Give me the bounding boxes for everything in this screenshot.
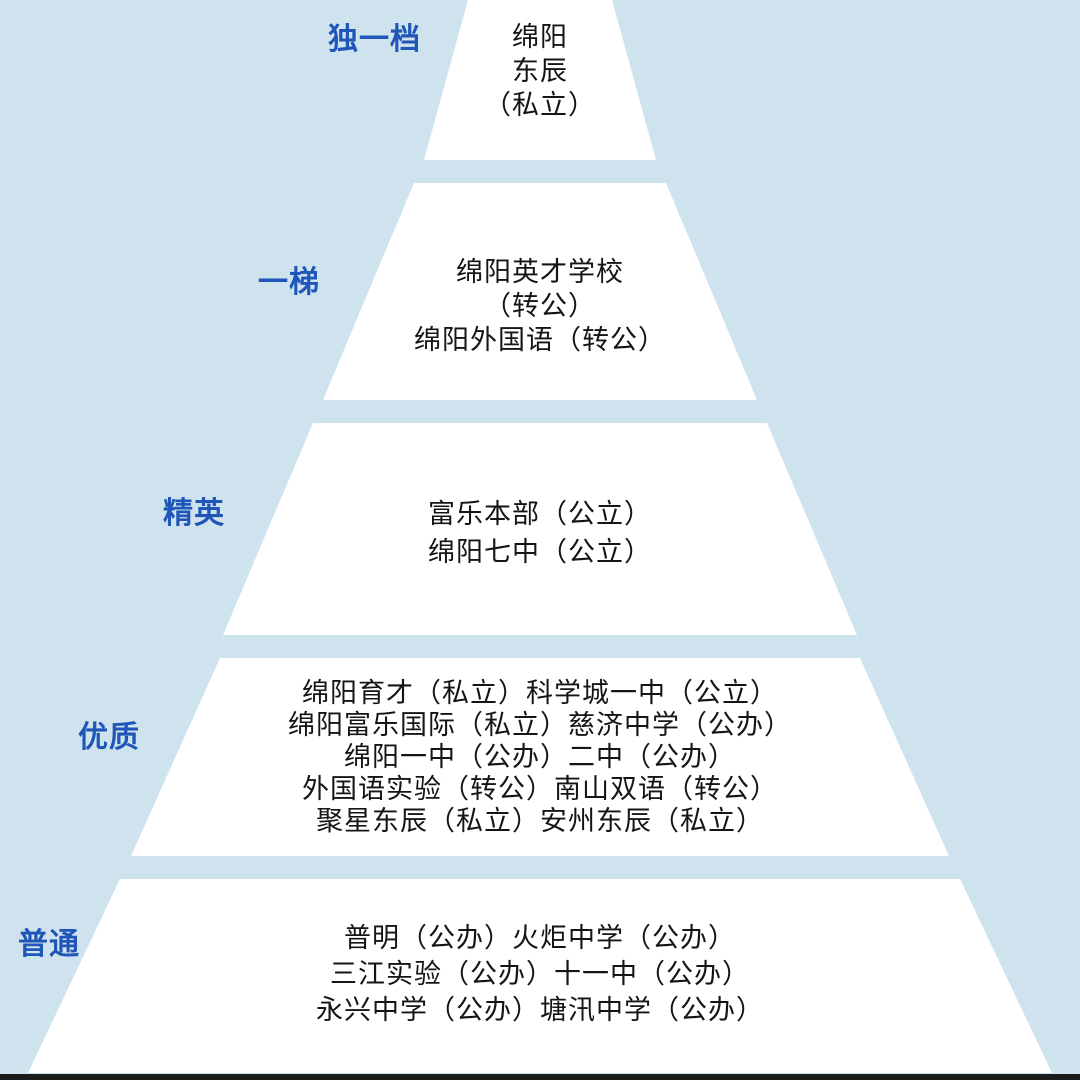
tier-4-shape xyxy=(28,879,1052,1073)
tier-label-4: 普通 xyxy=(18,927,80,962)
tier-2-line: 绵阳七中（公立） xyxy=(428,537,652,568)
tier-4-line: 普明（公办）火炬中学（公办） xyxy=(344,923,736,954)
tier-3-text: 绵阳育才（私立）科学城一中（公立） 绵阳富乐国际（私立）慈济中学（公办） 绵阳一… xyxy=(0,678,1080,838)
tier-3-line: 外国语实验（转公）南山双语（转公） xyxy=(302,774,778,805)
tier-label-2: 精英 xyxy=(163,496,225,531)
tier-1-line: 绵阳英才学校 xyxy=(456,257,624,288)
tier-0-line: （私立） xyxy=(484,90,596,121)
tier-3-line: 绵阳育才（私立）科学城一中（公立） xyxy=(302,678,778,709)
tier-3-shape xyxy=(131,658,949,856)
tier-0-shape xyxy=(424,0,656,160)
tier-2-shape xyxy=(223,423,857,635)
tier-4-line: 三江实验（公办）十一中（公办） xyxy=(330,959,750,990)
tier-2-text: 富乐本部（公立） 绵阳七中（公立） xyxy=(0,496,1080,572)
tier-4-text: 普明（公办）火炬中学（公办） 三江实验（公办）十一中（公办） 永兴中学（公办）塘… xyxy=(0,921,1080,1029)
tier-label-1: 一梯 xyxy=(258,265,320,300)
tier-0-text: 绵阳 东辰 （私立） xyxy=(0,21,1080,123)
tier-1-shape xyxy=(323,183,757,400)
tier-label-0: 独一档 xyxy=(328,22,421,57)
tier-4-line: 永兴中学（公办）塘汛中学（公办） xyxy=(316,995,764,1026)
bottom-edge-bar xyxy=(0,1074,1080,1080)
tier-3-line: 聚星东辰（私立）安州东辰（私立） xyxy=(316,806,764,837)
tier-0-line: 东辰 xyxy=(512,56,568,87)
tier-2-line: 富乐本部（公立） xyxy=(428,499,652,530)
tier-3-line: 绵阳富乐国际（私立）慈济中学（公办） xyxy=(288,710,792,741)
tier-1-line: 绵阳外国语（转公） xyxy=(414,325,666,356)
tier-0-line: 绵阳 xyxy=(512,22,568,53)
tier-1-line: （转公） xyxy=(484,291,596,322)
tier-3-line: 绵阳一中（公办）二中（公办） xyxy=(344,742,736,773)
tier-label-3: 优质 xyxy=(78,720,140,755)
tier-1-text: 绵阳英才学校 （转公） 绵阳外国语（转公） xyxy=(0,256,1080,358)
